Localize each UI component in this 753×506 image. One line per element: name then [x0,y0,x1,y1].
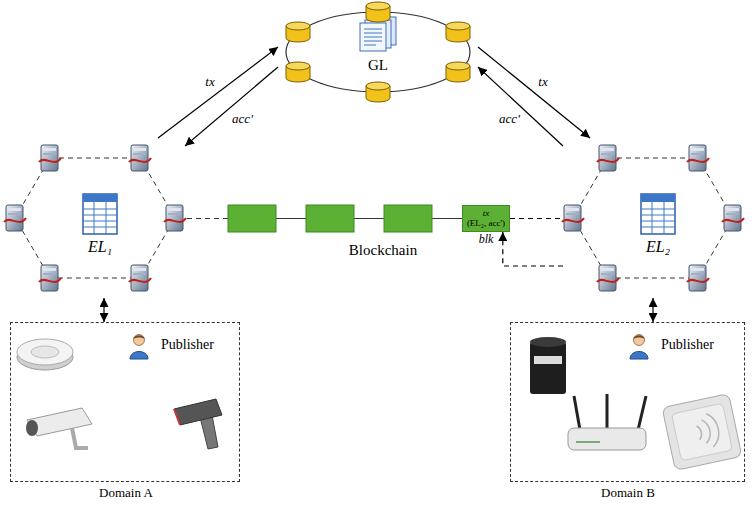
server-icon [687,145,709,171]
connector [503,232,563,266]
ring-outline [278,2,478,102]
ledger-icon [641,194,675,234]
database-icon [366,82,390,102]
router-icon [568,394,646,450]
database-icon [446,22,470,42]
role-label: Publisher [161,337,214,352]
server-icon [597,145,619,171]
server-icon [39,145,61,171]
chain-block [228,205,276,232]
server-icon [722,205,744,231]
server-icon [129,145,151,171]
connector [510,218,563,219]
database-icon [286,22,310,42]
edge-label: tx [536,74,549,88]
sensor-tag [534,356,562,364]
server-icon [687,265,709,291]
block-content: (EL₂, acc') [467,219,505,228]
role-label: Publisher [661,337,714,352]
connector [103,298,104,322]
database-icon [446,62,470,82]
server-icon [39,265,61,291]
camera-lens [26,420,38,436]
ledger-label: EL₂ [646,238,670,256]
camera-icon [26,408,92,448]
scanner-window [174,409,180,425]
publisher-icon [630,335,648,360]
connector [652,298,653,322]
server-icon [562,205,584,231]
block-label: blk [479,233,494,246]
edge-label: acc' [230,111,255,125]
database-icon [366,2,390,22]
database-icon [286,62,310,82]
camera-body [27,408,92,436]
ledger-label: GL [368,57,388,74]
server-icon [597,265,619,291]
chain-block [306,205,354,232]
reader-face [672,403,733,461]
server-cluster: EL₂ [563,138,743,298]
chain-block: tx(EL₂, acc')blk [462,205,510,232]
reader-waves [695,412,722,450]
chain-link [276,218,306,219]
blockchain [187,205,462,232]
domain-box: PublisherDomain B [510,322,745,482]
chain-label: Blockchain [349,242,417,259]
cluster-links [15,158,733,278]
connector [158,47,278,138]
camera-mount [72,428,88,448]
ledger-ring: GL [278,2,478,102]
server-icon [4,205,26,231]
edge-label: acc' [497,111,522,125]
connector [185,67,278,146]
connectors [104,47,653,322]
domain-label: Domain B [601,486,655,500]
detector-top [17,339,73,365]
router-lights [576,441,600,443]
router-body [568,428,646,450]
server-group [4,145,744,291]
peer-link [15,158,175,278]
router-antenna [574,394,646,430]
ledger-label: EL₁ [88,238,112,256]
sensor-icon [530,337,566,394]
tx-label: tx [483,209,490,218]
detector-center [31,346,59,358]
ring-outline [286,12,470,92]
chain-link [354,218,384,219]
publisher-icon [130,335,148,360]
scanner-head [174,399,222,425]
edge-label: tx [203,74,216,88]
sensor-body [530,342,566,394]
domain-box: PublisherDomain A [10,322,240,482]
smoke-detector [17,339,73,370]
reader-body [662,394,742,471]
ledger-icon [83,194,117,234]
chain-link [432,218,462,219]
scanner-icon [174,399,222,449]
connector [478,47,590,138]
chain-link [187,218,228,219]
server-icon [164,205,186,231]
server-cluster: EL₁ [5,138,185,298]
connector [478,67,563,146]
domain-label: Domain A [99,486,153,500]
chain-block [384,205,432,232]
rfid-reader [662,394,742,471]
peer-link [573,158,733,278]
sensor-top [530,337,566,347]
server-icon [129,265,151,291]
